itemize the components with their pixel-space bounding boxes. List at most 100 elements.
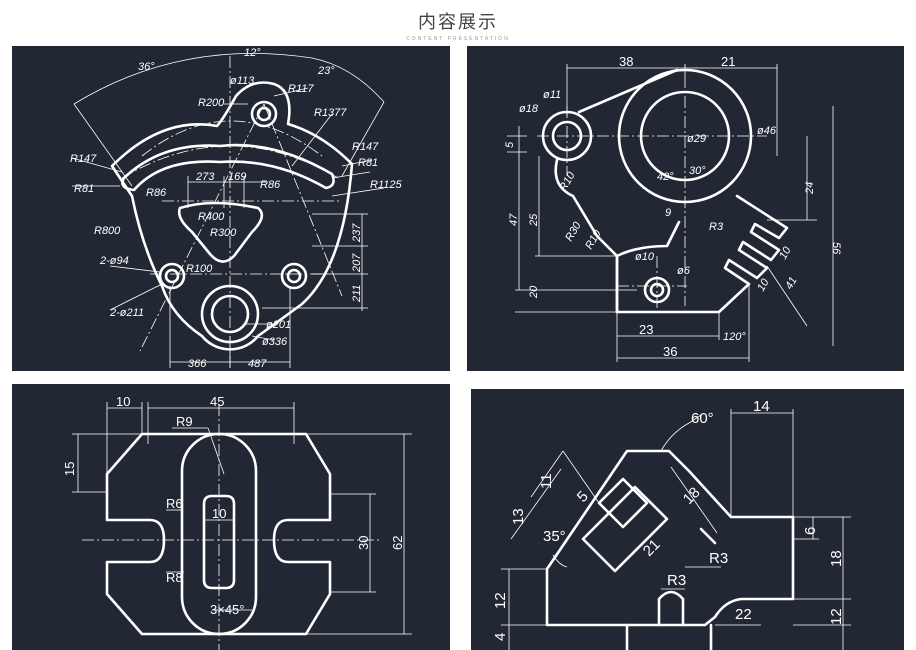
dim-dia-336: ø336	[262, 336, 288, 348]
dim-22: 22	[735, 606, 752, 623]
dim-30: 30	[356, 536, 371, 550]
dim-dia-211: 2-ø211	[109, 307, 144, 319]
dim-169: 169	[228, 171, 246, 183]
dim-12-left: 12	[492, 592, 509, 609]
dim-r147-left: R147	[70, 153, 97, 165]
dim-25: 25	[528, 213, 540, 227]
dim-dia-94: 2-ø94	[99, 255, 129, 267]
dim-angle-42: 42°	[657, 171, 674, 183]
dim-r6: R6	[166, 496, 183, 511]
dim-dia-10: ø10	[635, 251, 655, 263]
dim-r200: R200	[198, 97, 225, 109]
dim-angle-35: 35°	[543, 528, 566, 545]
dim-62: 62	[390, 536, 405, 550]
dim-r86-right: R86	[260, 179, 281, 191]
dim-angle-60: 60°	[691, 410, 714, 427]
drawing-top-right: 38 21 ø11 ø18 ø29 ø46 5 42° 30° R10 24 4…	[504, 54, 842, 362]
dim-dia-18: ø18	[519, 103, 539, 115]
drawing-top-left: 36° 12° 23° ø113 R117 R200 R1377 R147 R1…	[70, 47, 402, 371]
dim-dia-201: ø201	[266, 319, 291, 331]
dim-r1377: R1377	[314, 107, 347, 119]
dim-dia-46: ø46	[757, 125, 777, 137]
dim-angle-12: 12°	[244, 47, 261, 59]
dim-273: 273	[195, 171, 215, 183]
dim-r3-right: R3	[709, 550, 728, 567]
dim-r81-right: R81	[358, 157, 378, 169]
dimension-labels: 38 21 ø11 ø18 ø29 ø46 5 42° 30° R10 24 4…	[504, 54, 842, 359]
dim-r117: R117	[288, 83, 314, 95]
dim-15: 15	[62, 462, 77, 476]
dim-r8: R8	[166, 570, 183, 585]
dim-r100: R100	[186, 263, 213, 275]
dim-38: 38	[619, 54, 633, 69]
dim-r30: R30	[563, 219, 584, 243]
dim-45: 45	[210, 394, 224, 409]
dimension-lines	[501, 409, 851, 650]
dim-r300: R300	[210, 227, 237, 239]
dim-r3: R3	[709, 221, 724, 233]
dim-18-diag: 18	[680, 484, 704, 508]
dim-r1125: R1125	[370, 179, 402, 191]
page-title: 内容展示	[418, 12, 498, 33]
dimension-lines	[507, 64, 834, 362]
dim-5: 5	[574, 488, 592, 506]
dim-41: 41	[783, 275, 800, 292]
dimension-labels: 36° 12° 23° ø113 R117 R200 R1377 R147 R1…	[70, 47, 402, 370]
page-subtitle: CONTENT PRESENTATION	[406, 36, 510, 42]
dim-20: 20	[528, 285, 540, 299]
dim-56: 56	[830, 242, 842, 255]
dim-10-inner: 10	[212, 506, 226, 521]
dimension-lines	[72, 402, 412, 635]
dim-angle-120: 120°	[723, 331, 746, 343]
center-lines	[82, 404, 382, 650]
dim-angle-30: 30°	[689, 165, 706, 177]
dim-9: 9	[665, 207, 671, 219]
dim-6: 6	[802, 527, 819, 535]
dim-r81-left: R81	[74, 183, 94, 195]
part-outline	[545, 449, 795, 650]
dim-21: 21	[721, 54, 735, 69]
dim-11: 11	[538, 473, 555, 489]
dim-dia-6: ø6	[677, 265, 691, 277]
part-outline	[110, 81, 354, 351]
dim-dia-29: ø29	[687, 133, 706, 145]
dim-r10-top: R10	[557, 169, 578, 193]
dim-r9: R9	[176, 414, 193, 429]
dim-r400: R400	[198, 211, 225, 223]
dim-10-a: 10	[777, 244, 794, 261]
drawing-panel-top-right: 38 21 ø11 ø18 ø29 ø46 5 42° 30° R10 24 4…	[467, 46, 904, 371]
dim-angle-36: 36°	[138, 61, 155, 73]
dim-dia-113: ø113	[230, 75, 255, 87]
dim-47: 47	[508, 213, 520, 226]
dim-211-vertical: 211	[351, 284, 363, 303]
dim-24: 24	[804, 182, 816, 195]
dim-4: 4	[492, 633, 509, 641]
dim-18-vertical: 18	[828, 550, 845, 567]
dim-36: 36	[663, 344, 677, 359]
drawing-bottom-right: 60° 14 11 5 18 13 35° 21 6 R3 18 R3 22 1…	[492, 398, 851, 650]
part-outline	[105, 432, 332, 636]
dim-12-right: 12	[828, 608, 845, 625]
dimension-labels: 10 45 R9 15 R6 10 30 62 R8 3×45°	[62, 394, 405, 617]
page-header: 内容展示 CONTENT PRESENTATION	[0, 0, 916, 46]
dim-487: 487	[248, 358, 267, 370]
dim-23: 23	[639, 322, 653, 337]
dim-237: 237	[351, 223, 363, 243]
drawing-panel-bottom-right: 60° 14 11 5 18 13 35° 21 6 R3 18 R3 22 1…	[471, 389, 904, 650]
dim-207: 207	[351, 253, 363, 273]
dim-366: 366	[188, 358, 207, 370]
dim-21: 21	[640, 536, 664, 560]
dim-dia-11: ø11	[543, 89, 561, 101]
drawing-panel-top-left: 36° 12° 23° ø113 R117 R200 R1377 R147 R1…	[12, 46, 450, 371]
dim-r147-right: R147	[352, 141, 379, 153]
dimension-lines	[71, 52, 385, 368]
dim-angle-23: 23°	[317, 65, 335, 77]
dim-r3-bottom: R3	[667, 572, 686, 589]
dim-14: 14	[753, 398, 770, 415]
part-outline	[541, 68, 789, 314]
dim-r86-left: R86	[146, 187, 167, 199]
drawing-bottom-left: 10 45 R9 15 R6 10 30 62 R8 3×45°	[62, 394, 412, 650]
dim-r800: R800	[94, 225, 121, 237]
dim-13: 13	[510, 508, 527, 525]
dim-10-top: 10	[116, 394, 130, 409]
